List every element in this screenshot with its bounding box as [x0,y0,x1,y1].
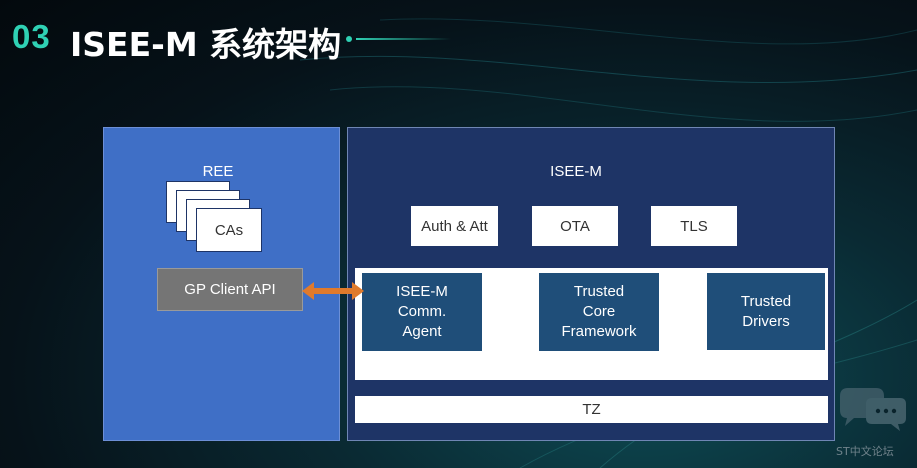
trusted-core-framework-box: Trusted Core Framework [539,273,659,351]
title-decoration-line [356,38,451,40]
core-framework-line-3: Framework [561,323,637,340]
watermark-text: ST中文论坛 [836,445,894,458]
cas-label: CAs [214,221,244,239]
bidirectional-arrow-icon [302,282,364,300]
ree-title: REE [202,163,234,180]
wechat-chat-icon [840,388,906,431]
page-title: ISEE-M 系统架构 [70,25,342,64]
trusted-drivers-line-2: Drivers [742,312,790,330]
tz-bar: TZ [355,396,828,423]
ota-box: OTA [532,206,618,246]
tls-box: TLS [651,206,737,246]
section-number: 03 [12,18,51,55]
core-framework-line-2: Core [582,303,616,320]
comm-agent-line-2: Comm. [397,303,447,320]
trusted-drivers-box: Trusted Drivers [707,273,825,350]
core-framework-line-1: Trusted [573,283,625,300]
isee-m-comm-agent-box: ISEE-M Comm. Agent [362,273,482,351]
ca-card-front [196,208,262,252]
trusted-drivers-line-1: Trusted [740,292,792,310]
gp-client-api-box: GP Client API [157,268,303,311]
comm-agent-line-1: ISEE-M [396,283,448,300]
isee-m-title: ISEE-M [550,163,602,180]
title-decoration-dot [346,36,352,42]
auth-att-box: Auth & Att [411,206,498,246]
comm-agent-line-3: Agent [402,323,442,340]
